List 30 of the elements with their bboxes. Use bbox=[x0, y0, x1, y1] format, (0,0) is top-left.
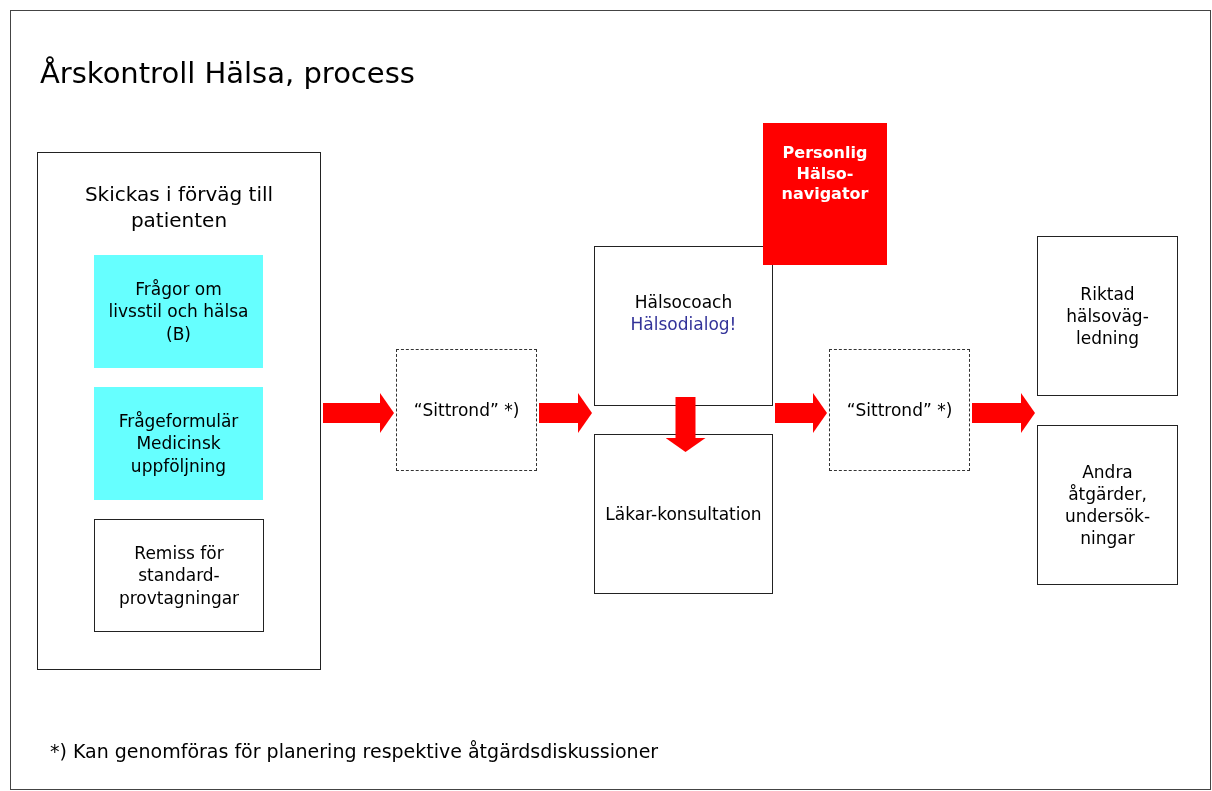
box-label: Remiss för standard-provtagningar bbox=[117, 542, 241, 609]
block-arrow bbox=[665, 397, 706, 452]
process-box bbox=[94, 519, 264, 632]
panel-heading: Skickas i förväg till patienten bbox=[83, 181, 275, 233]
box-label: “Sittrond” *) bbox=[845, 398, 954, 422]
box-label: Hälsodialog! bbox=[629, 313, 738, 336]
box-label: Frågeformulär Medicinsk uppföljning bbox=[117, 410, 240, 477]
box-label: Andra åtgärder, undersök-ningar bbox=[1064, 460, 1151, 550]
process-box bbox=[1037, 425, 1178, 585]
box-label: Personlig Hälso-navigator bbox=[780, 142, 870, 206]
process-box bbox=[1037, 236, 1178, 396]
box-label: Frågor om livsstil och hälsa (B) bbox=[107, 278, 250, 345]
process-box bbox=[94, 387, 263, 500]
footnote: *) Kan genomföras för planering respektive åtgärdsdiskussioner bbox=[50, 740, 659, 762]
box-label: Riktad hälsoväg-ledning bbox=[1065, 282, 1150, 350]
process-box bbox=[94, 255, 263, 368]
diagram-title: Årskontroll Hälsa, process bbox=[40, 56, 415, 90]
block-arrow bbox=[323, 393, 394, 433]
process-box bbox=[594, 434, 773, 594]
block-arrow bbox=[539, 393, 592, 433]
block-arrow bbox=[775, 393, 827, 433]
group-panel bbox=[37, 152, 321, 670]
dashed-process-box bbox=[396, 349, 537, 471]
box-label: Läkar-konsultation bbox=[604, 502, 763, 526]
dashed-process-box bbox=[829, 349, 970, 471]
box-label: Hälsocoach bbox=[633, 290, 734, 313]
block-arrow bbox=[972, 393, 1035, 433]
highlight-box bbox=[763, 123, 887, 265]
process-box bbox=[594, 246, 773, 406]
box-label: “Sittrond” *) bbox=[412, 398, 521, 422]
